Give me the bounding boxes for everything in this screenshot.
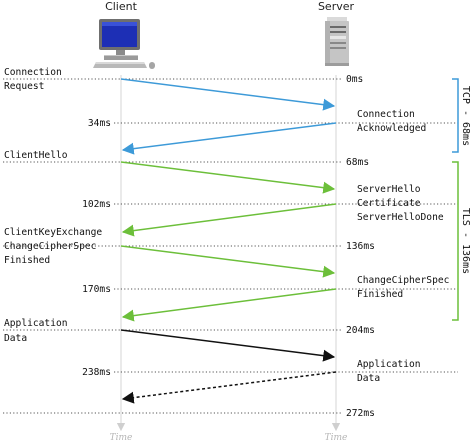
timestamp-102ms: 102ms [82,199,111,210]
timestamp-272ms: 272ms [346,408,375,419]
certificate-label: Certificate [357,198,421,209]
server-hello-label: ServerHello [357,184,421,195]
server-finished-label: Finished [357,289,403,300]
timestamp-0ms: 0ms [346,74,363,85]
connection-request-label-line1: Connection [4,67,62,78]
server-hello-done-label: ServerHelloDone [357,212,444,223]
time-gridlines [3,78,458,414]
tls-bracket-label: TLS - 136ms [460,208,471,274]
client-application-data-label-line2: Data [4,333,27,344]
client-hello-arrow [120,161,336,194]
client-change-cipher-spec-label: ChangeCipherSpec [4,241,96,252]
timestamp-68ms: 68ms [346,157,369,168]
key-exchange-arrow [120,245,336,278]
timestamp-238ms: 238ms [82,367,111,378]
client-hello-label: ClientHello [4,150,68,161]
server-finished-arrow [121,288,337,322]
syn-ack-arrow [121,122,337,155]
timestamp-170ms: 170ms [82,284,111,295]
connection-ack-label-line2: Acknowledged [357,123,426,134]
server-time-axis-label: Time [325,433,348,443]
client-key-exchange-label: ClientKeyExchange [4,227,102,238]
server-application-data-arrow [121,371,337,404]
client-application-data-arrow [120,329,336,362]
timestamp-34ms: 34ms [88,118,111,129]
server-hello-arrow [121,203,337,237]
client-computer-icon [93,19,155,69]
server-application-data-label-line2: Data [357,373,380,384]
server-header: Server [318,0,355,13]
server-tower-icon [325,17,349,66]
syn-arrow [120,78,336,111]
client-finished-label: Finished [4,255,50,266]
client-time-axis-label: Time [110,433,133,443]
timestamp-136ms: 136ms [346,241,375,252]
client-header: Client [105,0,138,13]
tls-bracket [452,161,459,321]
connection-ack-label-line1: Connection [357,109,415,120]
server-change-cipher-spec-label: ChangeCipherSpec [357,275,449,286]
tcp-bracket-label: TCP - 68ms [460,86,471,146]
timestamp-204ms: 204ms [346,325,375,336]
tcp-bracket [452,78,459,153]
connection-request-label-line2: Request [4,81,44,92]
server-application-data-label-line1: Application [357,359,421,370]
client-application-data-label-line1: Application [4,318,68,329]
